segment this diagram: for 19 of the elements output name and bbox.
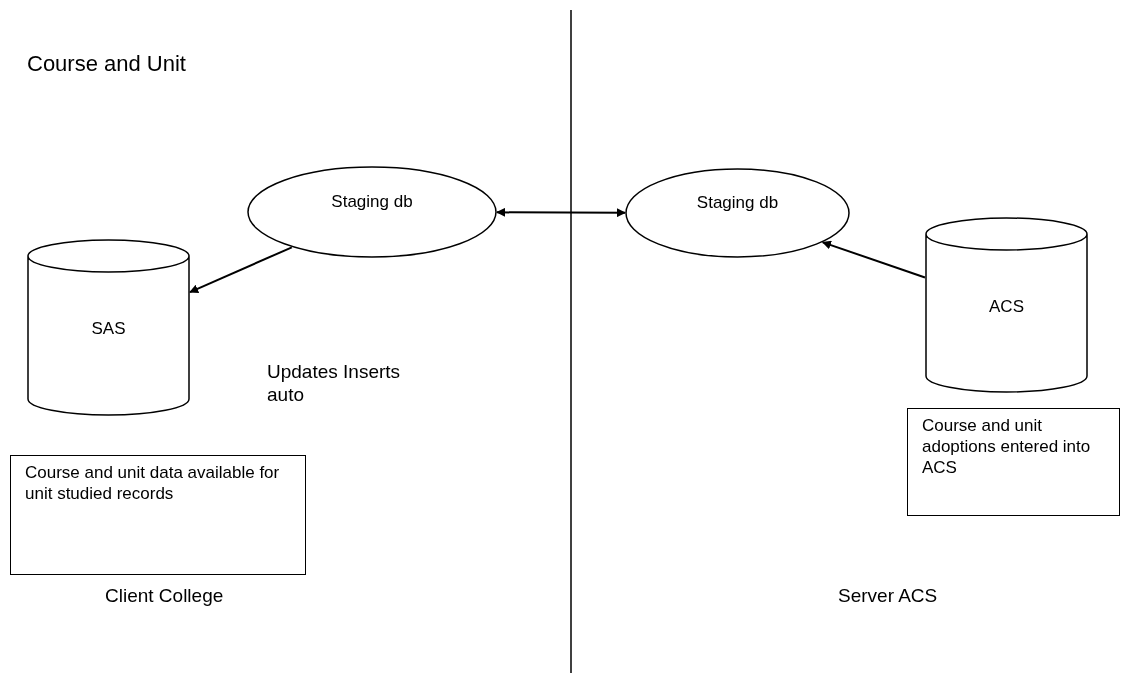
database-cylinder	[27, 240, 190, 416]
note-box	[907, 408, 1120, 516]
node-text: Course and unit data available for unit studied records	[25, 462, 281, 504]
arrow	[189, 246, 293, 294]
node-text: Staging db	[695, 192, 780, 213]
note-text: Updates Inserts auto	[267, 360, 402, 406]
diagram-title: Course and Unit	[27, 52, 186, 75]
database-cylinder	[925, 218, 1088, 393]
arrow	[496, 207, 626, 218]
database-ellipse	[247, 166, 497, 258]
region-label: Server ACS	[838, 584, 938, 607]
arrow	[821, 240, 926, 279]
database-ellipse	[625, 168, 850, 258]
region-label: Client College	[105, 584, 224, 607]
node-text: ACS	[988, 296, 1025, 317]
node-text: Course and unit adoptions entered into ACS	[922, 415, 1092, 478]
node-text: SAS	[90, 318, 127, 339]
node-text: Staging db	[330, 191, 414, 212]
note-box	[10, 455, 306, 575]
